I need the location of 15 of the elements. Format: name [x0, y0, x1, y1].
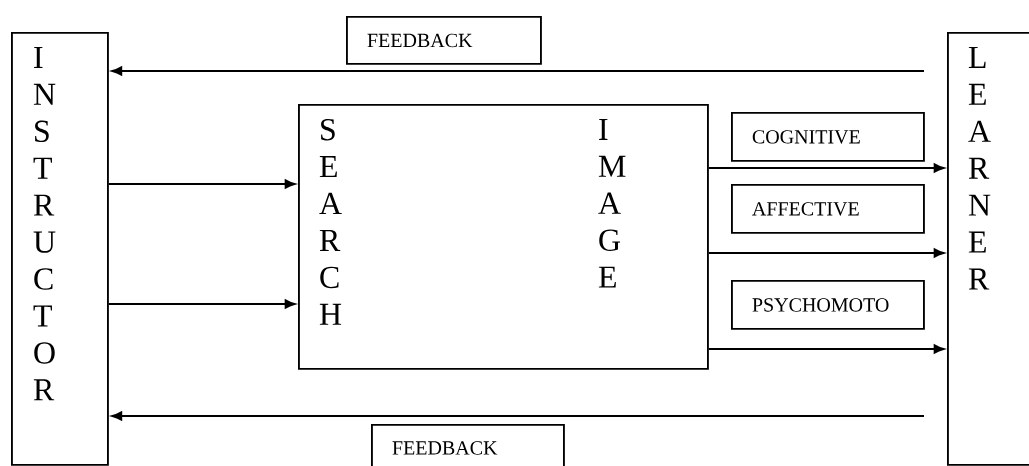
- arrow: [707, 344, 945, 354]
- arrow: [707, 163, 945, 173]
- instructor-box: I N S T R U C T O R: [11, 32, 109, 466]
- arrow: [111, 411, 925, 421]
- arrow: [107, 299, 296, 309]
- label-box: FEEDBACK: [371, 424, 565, 466]
- label-box: FEEDBACK: [346, 16, 542, 65]
- process-box: S E A R C H I M A G E: [298, 104, 709, 370]
- learner-box: L E A R N E R: [947, 32, 1029, 466]
- label-box: PSYCHOMOTO: [731, 280, 925, 330]
- label-box: AFFECTIVE: [731, 184, 925, 234]
- arrow: [111, 66, 925, 76]
- arrow: [707, 248, 945, 258]
- arrow: [107, 179, 296, 189]
- label-box: COGNITIVE: [731, 112, 925, 162]
